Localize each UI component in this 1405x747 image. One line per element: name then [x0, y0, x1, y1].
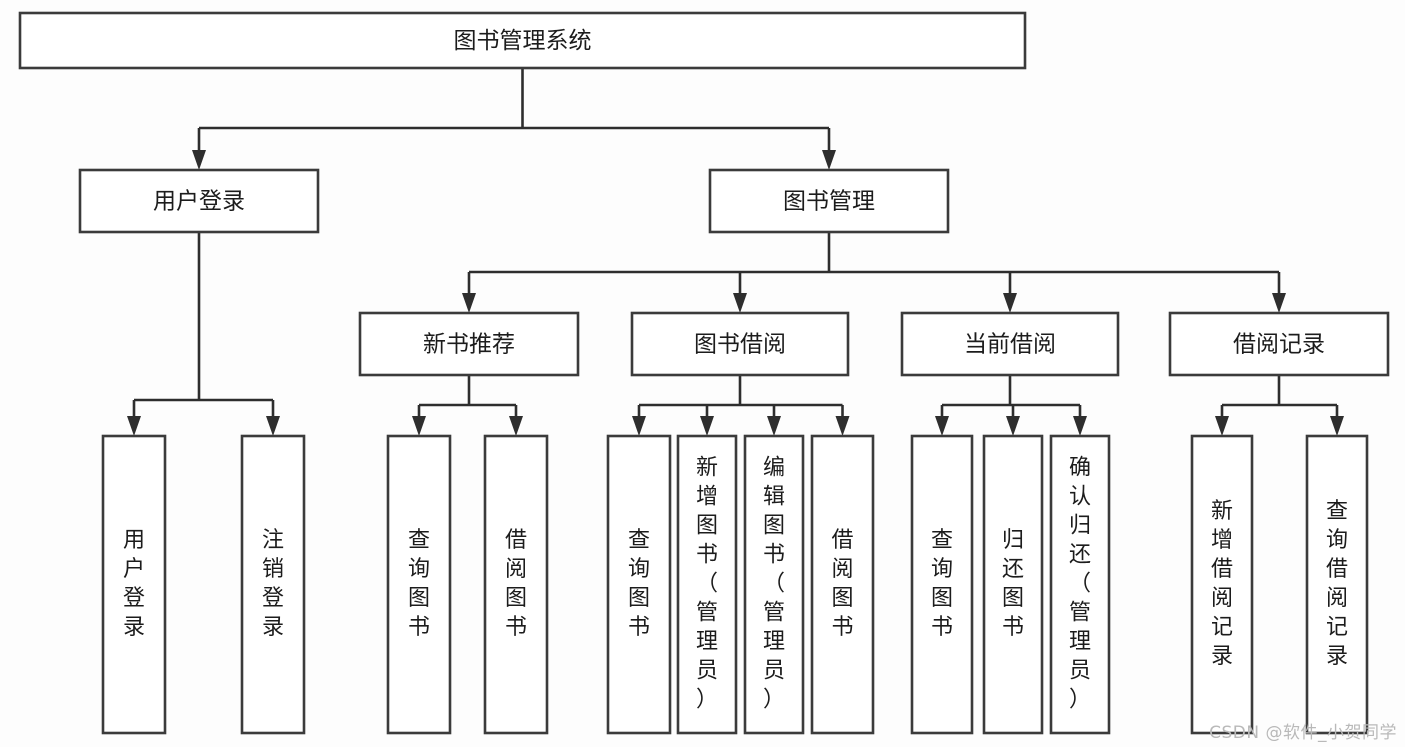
node-label: 用户登录 — [123, 528, 145, 640]
node-leaf-query-book-1[interactable]: 查询图书 — [386, 434, 452, 735]
arrow-head-icon — [632, 416, 646, 436]
arrow-head-icon — [266, 416, 280, 436]
node-box[interactable] — [810, 434, 875, 735]
watermark-text: CSDN @软件_小贺同学 — [1209, 723, 1397, 743]
arrow-head-icon — [822, 150, 836, 170]
arrow-head-icon — [733, 293, 747, 313]
node-box[interactable] — [101, 434, 167, 735]
node-leaf-return-book[interactable]: 归还图书 — [982, 434, 1044, 735]
node-user-login[interactable]: 用户登录 — [78, 168, 320, 234]
arrow-head-icon — [412, 416, 426, 436]
node-box[interactable] — [386, 434, 452, 735]
node-box[interactable] — [240, 434, 306, 735]
node-leaf-add-record[interactable]: 新增借阅记录 — [1190, 434, 1254, 735]
node-box[interactable] — [676, 434, 738, 735]
arrow-head-icon — [1330, 416, 1344, 436]
node-label: 确认归还（管理员） — [1069, 456, 1091, 713]
arrow-head-icon — [700, 416, 714, 436]
node-current-borrow[interactable]: 当前借阅 — [900, 311, 1120, 377]
node-box[interactable] — [1168, 311, 1390, 377]
node-label: 当前借阅 — [964, 332, 1056, 358]
arrow-head-icon — [935, 416, 949, 436]
node-new-book-recommend[interactable]: 新书推荐 — [358, 311, 580, 377]
node-label: 借阅记录 — [1233, 332, 1325, 358]
node-borrow-record[interactable]: 借阅记录 — [1168, 311, 1390, 377]
node-box[interactable] — [1190, 434, 1254, 735]
node-label: 图书管理系统 — [454, 28, 592, 54]
node-label: 编辑图书（管理员） — [763, 456, 785, 713]
node-label: 借阅图书 — [505, 528, 527, 640]
node-label: 注销登录 — [262, 528, 284, 640]
arrow-head-icon — [1006, 416, 1020, 436]
node-label: 新书推荐 — [423, 332, 515, 358]
node-leaf-add-book[interactable]: 新增图书（管理员） — [676, 434, 738, 735]
node-book-borrow[interactable]: 图书借阅 — [630, 311, 850, 377]
node-leaf-edit-book[interactable]: 编辑图书（管理员） — [743, 434, 805, 735]
connectors-layer — [127, 68, 1344, 436]
arrow-head-icon — [835, 416, 850, 436]
node-leaf-logout[interactable]: 注销登录 — [240, 434, 306, 735]
node-box[interactable] — [483, 434, 549, 735]
node-label: 归还图书 — [1002, 528, 1024, 640]
arrow-head-icon — [127, 416, 141, 436]
node-box[interactable] — [630, 311, 850, 377]
node-leaf-confirm-return[interactable]: 确认归还（管理员） — [1049, 434, 1111, 735]
node-leaf-query-book-3[interactable]: 查询图书 — [910, 434, 974, 735]
arrow-head-icon — [1073, 416, 1087, 436]
node-box[interactable] — [358, 311, 580, 377]
node-box[interactable] — [982, 434, 1044, 735]
node-label: 图书借阅 — [694, 332, 786, 358]
arrow-head-icon — [192, 150, 206, 170]
node-book-manage[interactable]: 图书管理 — [708, 168, 950, 234]
node-box[interactable] — [78, 168, 320, 234]
node-label: 查询借阅记录 — [1326, 499, 1348, 669]
node-leaf-borrow-book-1[interactable]: 借阅图书 — [483, 434, 549, 735]
node-root[interactable]: 图书管理系统 — [18, 11, 1027, 70]
node-label: 新增图书（管理员） — [696, 456, 718, 713]
node-leaf-query-book-2[interactable]: 查询图书 — [606, 434, 672, 735]
node-leaf-query-record[interactable]: 查询借阅记录 — [1305, 434, 1369, 735]
node-box[interactable] — [708, 168, 950, 234]
node-label: 图书管理 — [783, 189, 875, 215]
node-label: 用户登录 — [153, 189, 245, 215]
nodes-layer: 图书管理系统用户登录图书管理新书推荐图书借阅当前借阅借阅记录用户登录注销登录查询… — [18, 11, 1390, 735]
node-box[interactable] — [18, 11, 1027, 70]
node-box[interactable] — [1049, 434, 1111, 735]
node-label: 借阅图书 — [831, 528, 853, 640]
arrow-head-icon — [1272, 293, 1286, 313]
node-box[interactable] — [606, 434, 672, 735]
arrow-head-icon — [1215, 416, 1229, 436]
node-box[interactable] — [743, 434, 805, 735]
arrow-head-icon — [1003, 293, 1017, 313]
node-label: 查询图书 — [931, 528, 953, 640]
node-label: 新增借阅记录 — [1211, 499, 1233, 669]
node-box[interactable] — [900, 311, 1120, 377]
node-box[interactable] — [1305, 434, 1369, 735]
node-leaf-user-login[interactable]: 用户登录 — [101, 434, 167, 735]
node-label: 查询图书 — [628, 528, 650, 640]
arrow-head-icon — [462, 293, 476, 313]
node-box[interactable] — [910, 434, 974, 735]
arrow-head-icon — [509, 416, 523, 436]
arrow-head-icon — [767, 416, 781, 436]
node-leaf-borrow-book-2[interactable]: 借阅图书 — [810, 434, 875, 735]
node-label: 查询图书 — [408, 528, 430, 640]
